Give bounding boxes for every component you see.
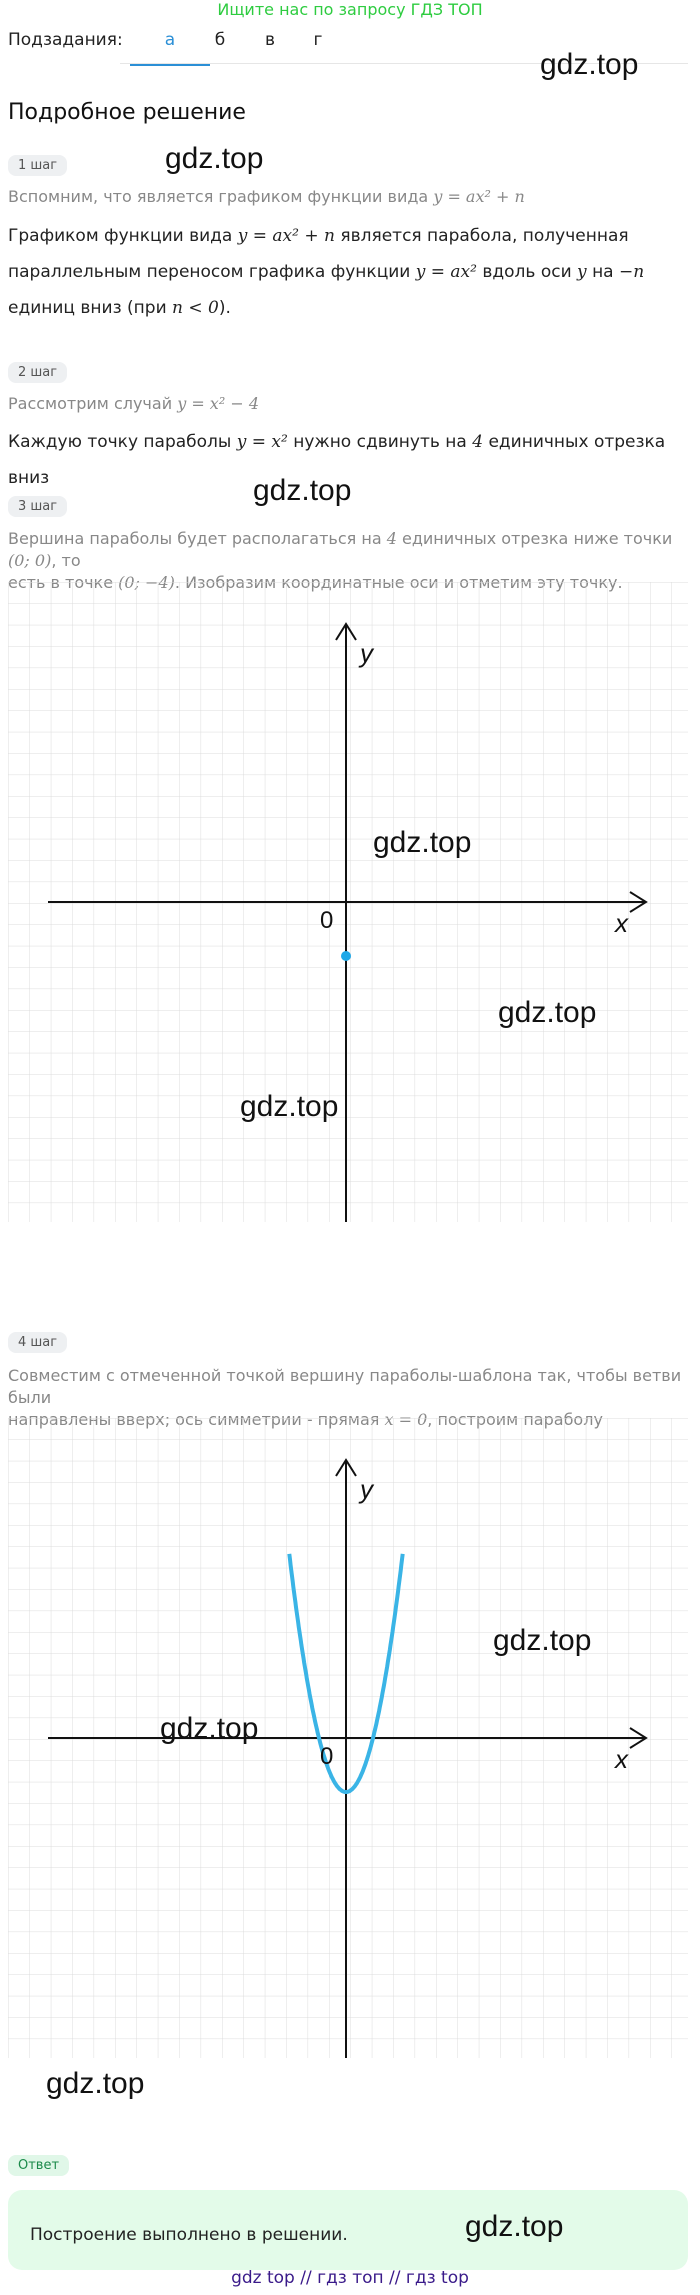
- origin-label: 0: [320, 907, 333, 934]
- watermark: gdz.top: [540, 48, 639, 81]
- watermark: gdz.top: [253, 474, 352, 507]
- solution-heading: Подробное решение: [8, 100, 246, 125]
- search-banner: Ищите нас по запросу ГДЗ ТОП: [217, 0, 483, 19]
- y-axis-label: y: [358, 638, 375, 668]
- answer-text: Построение выполнено в решении.: [30, 2225, 348, 2245]
- origin-label: 0: [320, 1743, 333, 1770]
- step-badge: 2 шаг: [8, 362, 68, 383]
- watermark: gdz.top: [165, 142, 264, 175]
- step-text: Графиком функции вида y = ax² + n являет…: [8, 226, 645, 318]
- subtasks-label: Подзадания:: [8, 30, 123, 50]
- coordinate-plane-2: x y 0 gdz.top gdz.top: [8, 1418, 688, 2058]
- watermark: gdz.top: [160, 1712, 258, 1745]
- step-hint: Вспомним, что является графиком функции …: [8, 187, 525, 206]
- watermark: gdz.top: [498, 996, 596, 1029]
- coordinate-plane-1: x y 0 gdz.top gdz.top gdz.top: [8, 582, 688, 1222]
- tab-b[interactable]: б: [214, 30, 226, 50]
- tabs-divider: [120, 63, 688, 64]
- answer-badge: Ответ: [8, 2155, 70, 2176]
- vertex-point: [341, 951, 351, 961]
- x-axis-arrow: [629, 1727, 648, 1749]
- x-axis-label: x: [613, 1744, 629, 1774]
- parabola-curve: [287, 1553, 405, 1794]
- watermark: gdz.top: [46, 2067, 145, 2100]
- tab-g[interactable]: г: [313, 30, 323, 50]
- step-badge: 1 шаг: [8, 155, 68, 176]
- tab-v[interactable]: в: [264, 30, 276, 50]
- x-axis-label: x: [613, 908, 629, 938]
- step-badge: 4 шаг: [8, 1332, 68, 1353]
- y-axis-arrow: [335, 622, 357, 641]
- step-badge: 3 шаг: [8, 496, 68, 517]
- y-axis-label: y: [358, 1474, 375, 1504]
- footer-links[interactable]: gdz top // гдз топ // гдз top: [231, 2268, 469, 2288]
- x-axis-arrow: [629, 891, 648, 913]
- answer-box: [8, 2190, 688, 2270]
- step-hint: Рассмотрим случай y = x² − 4: [8, 394, 259, 413]
- step-text: Каждую точку параболы y = x² нужно сдвин…: [8, 432, 666, 488]
- watermark: gdz.top: [465, 2210, 564, 2243]
- watermark: gdz.top: [373, 826, 471, 859]
- watermark: gdz.top: [240, 1090, 338, 1123]
- y-axis-arrow: [335, 1458, 357, 1477]
- watermark: gdz.top: [493, 1624, 591, 1657]
- tab-a[interactable]: а: [130, 26, 210, 66]
